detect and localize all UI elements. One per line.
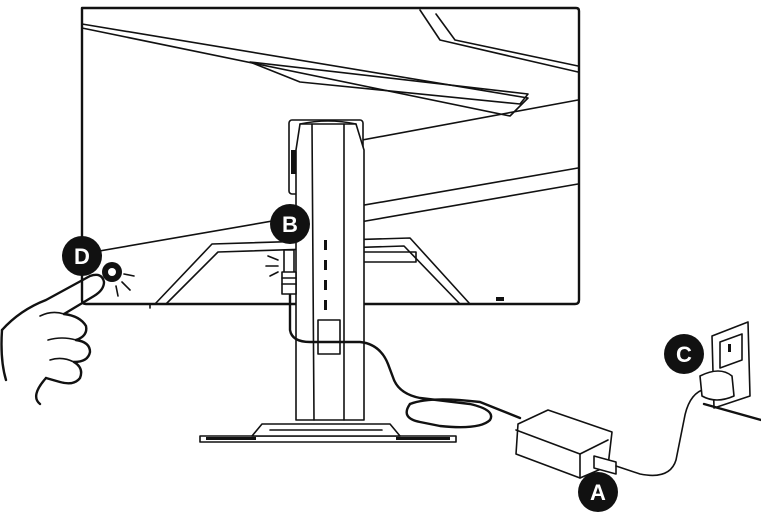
callout-d: D (62, 236, 102, 276)
callout-b-label: B (282, 212, 298, 237)
callout-b: B (270, 204, 310, 244)
connector-indicator (265, 255, 279, 277)
wall-outlet (699, 321, 761, 422)
callout-c: C (664, 334, 704, 374)
callout-a: A (578, 472, 618, 512)
stand-base (199, 423, 457, 443)
stand-neck (295, 120, 365, 421)
callout-c-label: C (676, 342, 692, 367)
power-adapter (515, 389, 703, 479)
power-cable (281, 249, 522, 429)
power-button (102, 262, 135, 297)
hand-illustration (0, 273, 106, 406)
callout-d-label: D (74, 244, 90, 269)
callout-a-label: A (590, 480, 606, 505)
